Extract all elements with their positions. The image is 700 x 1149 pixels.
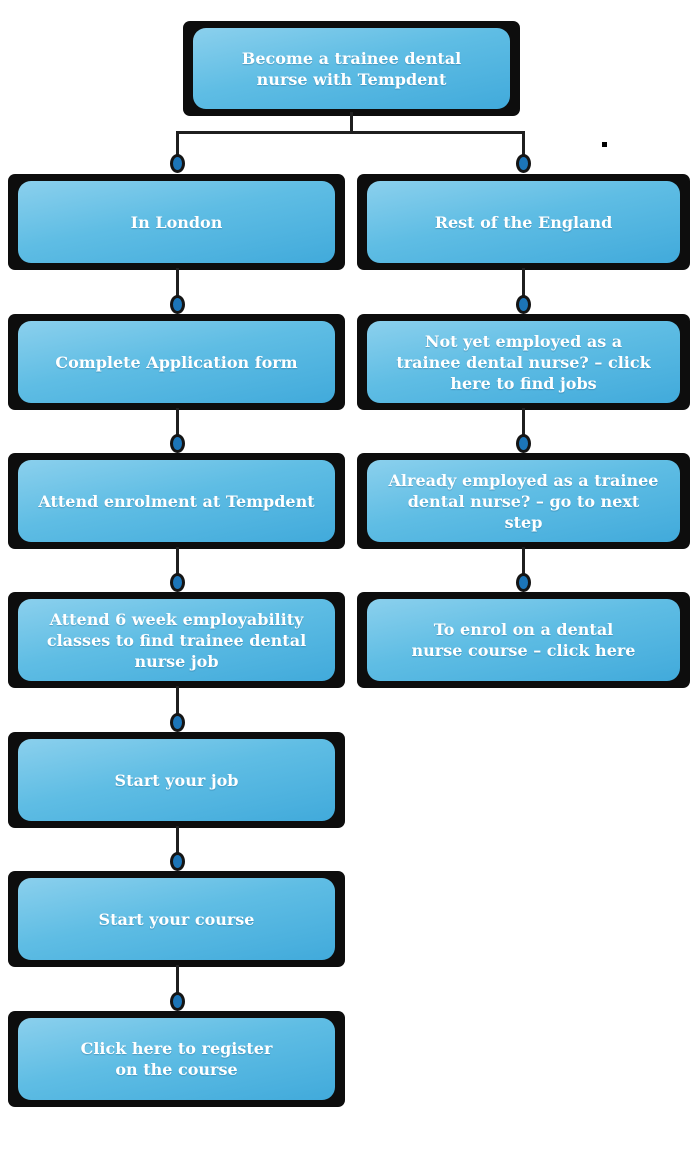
node-start-course-surface: Start your course — [18, 878, 335, 960]
node-not-yet-employed-label: Not yet employed as a trainee dental nur… — [396, 331, 651, 393]
connector-branch-bar — [176, 131, 525, 134]
node-complete-application-label: Complete Application form — [55, 352, 298, 372]
node-rest-of-england-surface: Rest of the England — [367, 181, 680, 263]
node-enrol-course-surface: To enrol on a dental nurse course – clic… — [367, 599, 680, 681]
node-start-job-surface: Start your job — [18, 739, 335, 821]
connector-branch-left-stem — [176, 132, 179, 156]
node-attend-enrolment: Attend enrolment at Tempdent — [8, 453, 345, 549]
node-root-surface: Become a trainee dental nurse with Tempd… — [193, 28, 510, 109]
connector-left-stem — [176, 268, 179, 298]
node-root: Become a trainee dental nurse with Tempd… — [183, 21, 520, 116]
connector-right-stem — [522, 408, 525, 438]
connector-dot — [516, 154, 531, 173]
connector-root-stem — [350, 112, 353, 134]
connector-left-stem — [176, 408, 179, 438]
node-already-employed-surface: Already employed as a trainee dental nur… — [367, 460, 680, 542]
node-attend-enrolment-label: Attend enrolment at Tempdent — [38, 491, 315, 511]
node-complete-application: Complete Application form — [8, 314, 345, 410]
node-register-course-label: Click here to register on the course — [80, 1039, 273, 1079]
connector-branch-right-stem — [522, 132, 525, 156]
connector-dot — [516, 434, 531, 453]
node-start-course-label: Start your course — [98, 909, 255, 929]
connector-left-stem — [176, 826, 179, 856]
node-already-employed-label: Already employed as a trainee dental nur… — [388, 470, 659, 532]
connector-dot — [516, 295, 531, 314]
node-start-course: Start your course — [8, 871, 345, 967]
connector-left-stem — [176, 686, 179, 716]
node-register-course-surface: Click here to register on the course — [18, 1018, 335, 1100]
node-enrol-course[interactable]: To enrol on a dental nurse course – clic… — [357, 592, 690, 688]
node-employability-classes-label: Attend 6 week employability classes to f… — [46, 609, 307, 671]
node-not-yet-employed[interactable]: Not yet employed as a trainee dental nur… — [357, 314, 690, 410]
connector-dot — [170, 434, 185, 453]
node-register-course[interactable]: Click here to register on the course — [8, 1011, 345, 1107]
node-start-job: Start your job — [8, 732, 345, 828]
connector-left-stem — [176, 547, 179, 577]
node-in-london-surface: In London — [18, 181, 335, 263]
connector-dot — [170, 852, 185, 871]
node-attend-enrolment-surface: Attend enrolment at Tempdent — [18, 460, 335, 542]
node-not-yet-employed-surface: Not yet employed as a trainee dental nur… — [367, 321, 680, 403]
node-employability-classes: Attend 6 week employability classes to f… — [8, 592, 345, 688]
node-start-job-label: Start your job — [114, 770, 239, 790]
node-rest-of-england-label: Rest of the England — [434, 212, 613, 232]
connector-right-stem — [522, 268, 525, 298]
node-in-london-label: In London — [130, 212, 223, 232]
node-rest-of-england: Rest of the England — [357, 174, 690, 270]
node-already-employed: Already employed as a trainee dental nur… — [357, 453, 690, 549]
connector-right-stem — [522, 547, 525, 577]
node-enrol-course-label: To enrol on a dental nurse course – clic… — [411, 620, 636, 660]
stray-dot — [602, 142, 607, 147]
connector-left-stem — [176, 965, 179, 995]
connector-dot — [170, 992, 185, 1011]
connector-dot — [170, 154, 185, 173]
node-in-london: In London — [8, 174, 345, 270]
connector-dot — [170, 713, 185, 732]
connector-dot — [170, 295, 185, 314]
node-root-label: Become a trainee dental nurse with Tempd… — [241, 48, 462, 89]
node-complete-application-surface: Complete Application form — [18, 321, 335, 403]
node-employability-classes-surface: Attend 6 week employability classes to f… — [18, 599, 335, 681]
connector-dot — [516, 573, 531, 592]
connector-dot — [170, 573, 185, 592]
